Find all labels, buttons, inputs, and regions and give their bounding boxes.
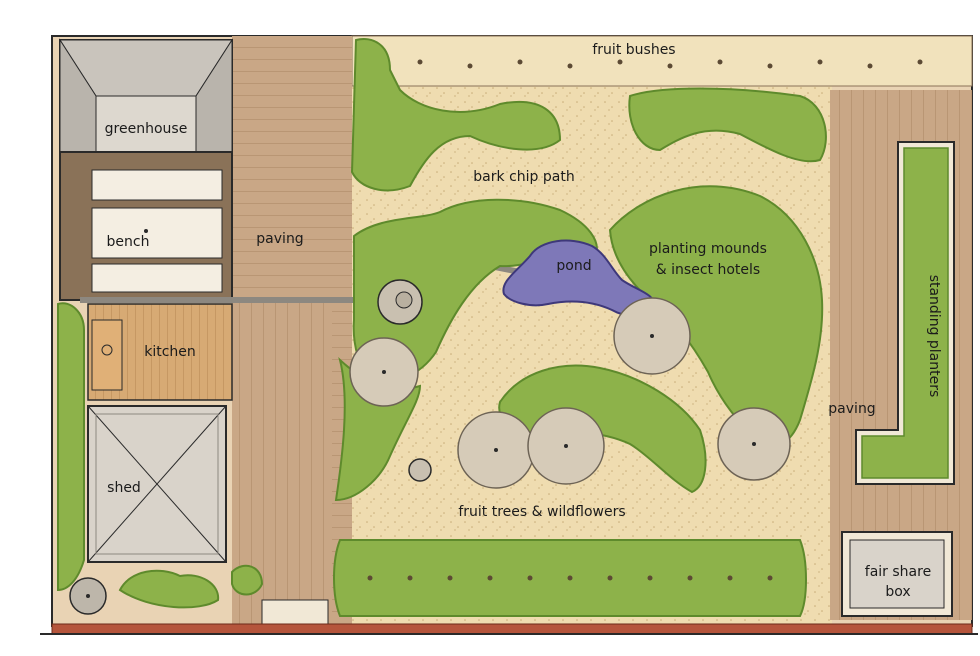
fruit-bush-dots bbox=[417, 59, 923, 69]
left-hedge bbox=[57, 302, 85, 592]
label-pond: pond bbox=[556, 258, 591, 274]
fair-share-box[interactable] bbox=[841, 531, 953, 617]
label-standing-planters: standing planters bbox=[926, 275, 942, 398]
label-planting-mounds-2: & insect hotels bbox=[656, 262, 760, 278]
label-planting-mounds-1: planting mounds bbox=[649, 241, 767, 257]
label-bench: bench bbox=[107, 234, 150, 250]
standing-planter[interactable] bbox=[855, 141, 955, 485]
top-left-hedge bbox=[350, 38, 562, 192]
water-butt[interactable] bbox=[69, 577, 107, 615]
fruit-tree[interactable] bbox=[349, 337, 419, 407]
label-fair-share-2: box bbox=[885, 584, 910, 600]
label-paving-right: paving bbox=[828, 401, 875, 417]
small-shrub-left bbox=[118, 569, 220, 609]
label-greenhouse: greenhouse bbox=[105, 121, 188, 137]
fruit-tree[interactable] bbox=[613, 297, 691, 375]
small-shrub-right bbox=[231, 564, 264, 596]
label-bark-chip-path: bark chip path bbox=[473, 169, 574, 185]
fruit-tree[interactable] bbox=[527, 407, 605, 485]
bench[interactable] bbox=[59, 151, 233, 301]
fruit-bush-strip bbox=[351, 35, 973, 87]
shed[interactable] bbox=[87, 405, 227, 563]
label-kitchen: kitchen bbox=[144, 344, 196, 360]
label-fruit-trees: fruit trees & wildflowers bbox=[458, 504, 625, 520]
brick-wall bbox=[51, 623, 973, 635]
label-paving-left: paving bbox=[256, 231, 303, 247]
small-pot[interactable] bbox=[408, 458, 432, 482]
kitchen[interactable] bbox=[87, 303, 233, 401]
fruit-tree[interactable] bbox=[717, 407, 791, 481]
label-fruit-bushes: fruit bushes bbox=[592, 42, 675, 58]
bird-bath[interactable] bbox=[377, 279, 423, 325]
fruit-tree[interactable] bbox=[457, 411, 535, 489]
bottom-hedge-dots bbox=[367, 575, 773, 581]
greenhouse[interactable] bbox=[59, 38, 233, 153]
label-shed: shed bbox=[107, 480, 141, 496]
top-right-hedge bbox=[628, 87, 827, 163]
label-fair-share-1: fair share bbox=[865, 564, 931, 580]
